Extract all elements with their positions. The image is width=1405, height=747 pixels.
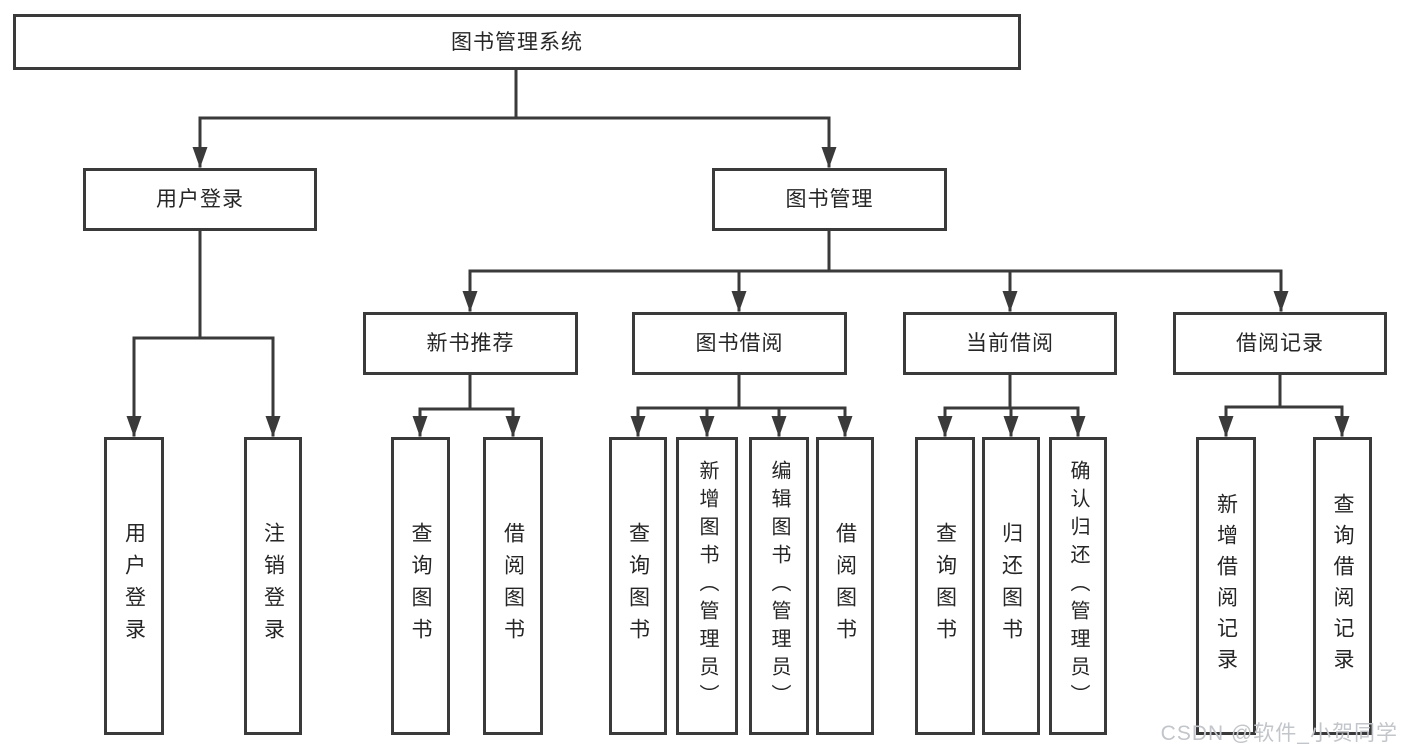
leaf-edit-book-admin: 编辑图书（管理员） [749, 437, 809, 735]
arrowhead-icon [126, 416, 142, 437]
arrowhead-icon [1273, 291, 1289, 312]
leaf-confirm-return-admin: 确认归还（管理员） [1049, 437, 1107, 735]
arrowhead-icon [1002, 291, 1018, 312]
arrowhead-icon [462, 291, 478, 312]
arrowhead-icon [192, 147, 208, 168]
leaf-return-books: 归还图书 [982, 437, 1040, 735]
leaf-query-books-borrowing: 查询图书 [609, 437, 667, 735]
leaf-borrow-books: 借阅图书 [816, 437, 874, 735]
arrowhead-icon [1334, 416, 1350, 437]
arrowhead-icon [699, 416, 715, 437]
leaf-logout: 注销登录 [244, 437, 302, 735]
arrowhead-icon [412, 416, 428, 437]
node-book-management-branch: 图书管理 [712, 168, 947, 231]
leaf-query-books-current: 查询图书 [915, 437, 975, 735]
arrowhead-icon [1003, 416, 1019, 437]
arrowhead-icon [505, 416, 521, 437]
leaf-query-books-recommend: 查询图书 [391, 437, 450, 735]
connector-path [132, 67, 1344, 437]
node-borrowing-records: 借阅记录 [1173, 312, 1387, 375]
node-book-borrowing: 图书借阅 [632, 312, 847, 375]
node-current-borrowing: 当前借阅 [903, 312, 1117, 375]
arrowhead-icon [265, 416, 281, 437]
arrowhead-icon [1218, 416, 1234, 437]
leaf-add-borrow-record: 新增借阅记录 [1196, 437, 1256, 735]
node-new-book-recommendation: 新书推荐 [363, 312, 578, 375]
arrowhead-icon [1070, 416, 1086, 437]
arrowhead-icon [821, 147, 837, 168]
leaf-borrow-books-recommend: 借阅图书 [483, 437, 543, 735]
node-library-management-system: 图书管理系统 [13, 14, 1021, 70]
csdn-watermark: CSDN @软件_小贺同学 [1160, 722, 1398, 745]
arrowhead-icon [630, 416, 646, 437]
leaf-query-borrow-record: 查询借阅记录 [1313, 437, 1372, 735]
leaf-add-book-admin: 新增图书（管理员） [676, 437, 738, 735]
node-user-login-branch: 用户登录 [83, 168, 317, 231]
leaf-user-login: 用户登录 [104, 437, 164, 735]
arrowhead-icon [937, 416, 953, 437]
arrowhead-icon [837, 416, 853, 437]
arrowhead-icon [731, 291, 747, 312]
arrowhead-icon [771, 416, 787, 437]
